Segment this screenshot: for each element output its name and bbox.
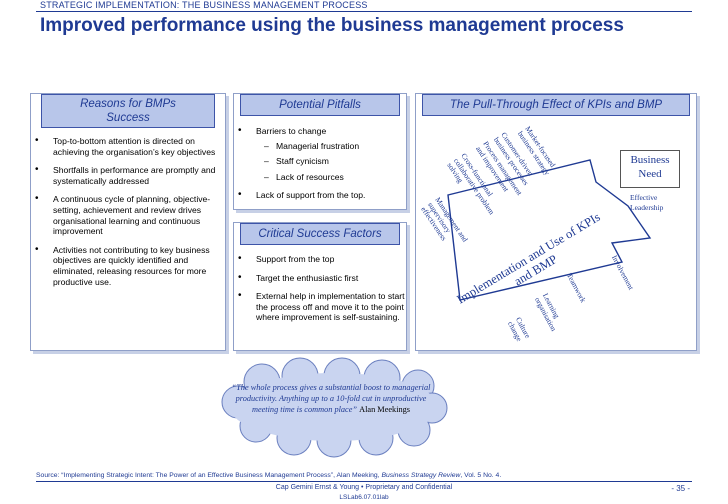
pitfalls-heading: Potential Pitfalls (240, 94, 400, 116)
source-prefix: Source: “Implementing Strategic Intent: … (36, 472, 382, 479)
list-item: Activities not contributing to key busin… (31, 245, 219, 287)
list-item: Managerial frustration (256, 141, 406, 152)
csf-panel: Critical Success Factors Support from th… (233, 222, 407, 351)
barriers-label: Barriers to change (256, 126, 327, 136)
pitfalls-panel: Potential Pitfalls Barriers to change Ma… (233, 93, 407, 210)
kpi-heading: The Pull-Through Effect of KPIs and BMP (422, 94, 690, 116)
quote-body: “The whole process gives a substantial b… (231, 383, 431, 414)
list-item: Lack of resources (256, 172, 406, 183)
list-item: Top-to-bottom attention is directed on a… (31, 136, 219, 157)
quote-text: “The whole process gives a substantial b… (225, 382, 437, 415)
csf-heading: Critical Success Factors (240, 223, 400, 245)
reasons-panel: Reasons for BMPs Success Top-to-bottom a… (30, 93, 226, 351)
list-item: Staff cynicism (256, 156, 406, 167)
csf-list: Support from the top Target the enthusia… (234, 254, 406, 323)
list-item: Barriers to change Managerial frustratio… (234, 126, 406, 182)
quote-author: Alan Meekings (359, 405, 411, 414)
reasons-heading: Reasons for BMPs Success (41, 94, 215, 128)
list-item: Target the enthusiastic first (234, 273, 406, 284)
source-suffix: , Vol. 5 No. 4. (460, 472, 502, 479)
barriers-sublist: Managerial frustration Staff cynicism La… (256, 141, 406, 183)
list-item: External help in implementation to start… (234, 291, 406, 323)
page-title: Improved performance using the business … (40, 15, 624, 36)
reasons-list: Top-to-bottom attention is directed on a… (31, 136, 225, 287)
page-number: - 35 - (671, 484, 690, 493)
list-item: A continuous cycle of planning, objectiv… (31, 194, 219, 236)
business-need-box: Business Need (620, 150, 680, 188)
section-kicker: STRATEGIC IMPLEMENTATION: THE BUSINESS M… (40, 0, 368, 10)
footer-company: Cap Gemini Ernst & Young • Proprietary a… (275, 484, 453, 491)
bottom-divider (36, 481, 692, 482)
list-item: Support from the top (234, 254, 406, 265)
source-journal: Business Strategy Review (381, 472, 461, 479)
list-item: Shortfalls in performance are promptly a… (31, 165, 219, 186)
effective-leadership-label: Effective Leadership (630, 193, 664, 212)
footer-code: LSLab6.07.01lab (339, 494, 389, 501)
top-divider (36, 11, 692, 12)
list-item: Lack of support from the top. (234, 190, 406, 201)
source-citation: Source: “Implementing Strategic Intent: … (36, 472, 501, 479)
pitfalls-list: Barriers to change Managerial frustratio… (234, 126, 406, 201)
